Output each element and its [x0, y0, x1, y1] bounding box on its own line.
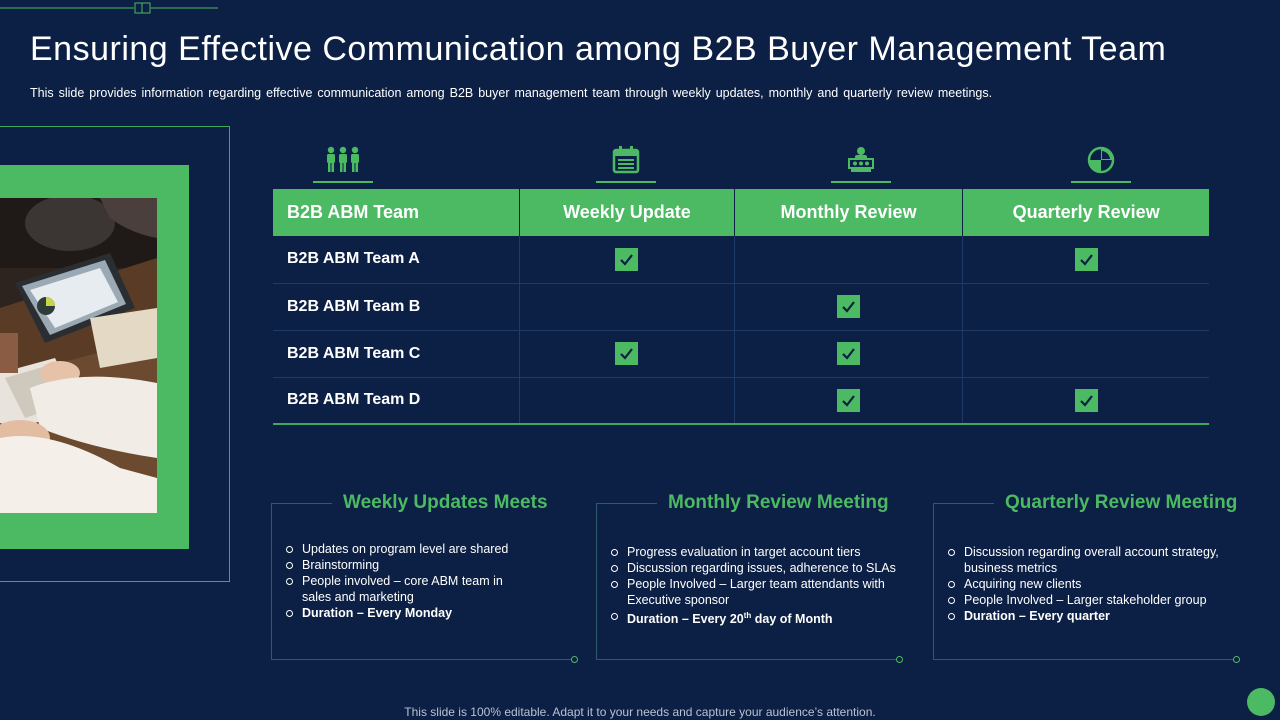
team-icon [327, 146, 359, 172]
cell-quarterly [962, 283, 1209, 331]
monthly-box-list: Progress evaluation in target account ti… [609, 544, 904, 627]
table-header-row: B2B ABM Team Weekly Update Monthly Revie… [273, 189, 1209, 236]
table-row: B2B ABM Team C [273, 330, 1209, 378]
list-item-duration: Duration – Every 20th day of Month [609, 608, 904, 627]
duration-suffix: day of Month [751, 612, 833, 627]
duration-prefix: Duration – Every 20 [627, 612, 744, 627]
header-quarterly-review: Quarterly Review [962, 189, 1209, 236]
list-item: Discussion regarding overall account str… [946, 544, 1236, 576]
list-item-duration: Duration – Every Monday [284, 605, 529, 621]
list-item: Progress evaluation in target account ti… [609, 544, 904, 560]
list-item: Discussion regarding issues, adherence t… [609, 560, 904, 576]
list-item-duration: Duration – Every quarter [946, 608, 1236, 624]
calendar-icon-cell [596, 145, 656, 185]
checkmark-icon [837, 295, 861, 318]
checkmark-icon [1074, 388, 1098, 412]
checkmark-icon [1074, 247, 1098, 271]
corner-decoration [1247, 688, 1275, 716]
cell-weekly [519, 236, 735, 284]
icon-underline [313, 181, 373, 183]
quarterly-box-title: Quarterly Review Meeting [997, 492, 1246, 514]
table-row: B2B ABM Team B [273, 283, 1209, 331]
list-item: People Involved – Larger team attendants… [609, 576, 904, 608]
weekly-box-list: Updates on program level are shared Brai… [284, 541, 529, 621]
photo-frame-outline [0, 126, 230, 582]
rating-icon [848, 147, 874, 172]
box-corner-dot [1233, 656, 1240, 663]
checkmark-icon [837, 342, 861, 365]
team-icon-cell [313, 145, 373, 185]
meeting-photo [0, 198, 157, 513]
cell-monthly [734, 330, 964, 378]
monthly-box-title: Monthly Review Meeting [660, 492, 897, 514]
page-subtitle: This slide provides information regardin… [30, 86, 993, 100]
list-item: Updates on program level are shared [284, 541, 529, 557]
footer-note: This slide is 100% editable. Adapt it to… [404, 705, 876, 719]
cell-quarterly [962, 330, 1209, 378]
cell-quarterly [962, 377, 1209, 425]
quarterly-review-box: Quarterly Review Meeting Discussion rega… [933, 492, 1246, 663]
icon-underline [596, 181, 656, 183]
weekly-box-title: Weekly Updates Meets [335, 492, 556, 514]
communication-matrix-table: B2B ABM Team Weekly Update Monthly Revie… [273, 189, 1209, 425]
duration-ordinal: th [743, 611, 752, 620]
pie-chart-icon [1087, 146, 1115, 174]
calendar-icon [612, 146, 640, 174]
row-team-label: B2B ABM Team B [273, 283, 521, 331]
list-item: Brainstorming [284, 557, 529, 573]
box-corner-dot [896, 656, 903, 663]
cell-monthly [734, 377, 964, 425]
cell-weekly [519, 377, 735, 425]
cell-monthly [734, 236, 964, 284]
page-title: Ensuring Effective Communication among B… [30, 30, 1167, 68]
cell-monthly [734, 283, 964, 331]
cell-weekly [519, 330, 735, 378]
pie-chart-icon-cell [1071, 145, 1131, 185]
table-row: B2B ABM Team A [273, 236, 1209, 284]
weekly-updates-box: Weekly Updates Meets Updates on program … [271, 492, 578, 663]
header-team: B2B ABM Team [273, 189, 521, 236]
icon-underline [1071, 181, 1131, 183]
checkmark-icon [837, 388, 861, 412]
row-team-label: B2B ABM Team C [273, 330, 521, 378]
icon-underline [831, 181, 891, 183]
list-item: People involved – core ABM team in sales… [284, 573, 529, 605]
rating-icon-cell [831, 145, 891, 185]
row-team-label: B2B ABM Team D [273, 377, 521, 425]
monthly-review-box: Monthly Review Meeting Progress evaluati… [596, 492, 903, 663]
cell-weekly [519, 283, 735, 331]
top-decoration [0, 2, 218, 14]
list-item: Acquiring new clients [946, 576, 1236, 592]
header-monthly-review: Monthly Review [734, 189, 964, 236]
list-item: People Involved – Larger stakeholder gro… [946, 592, 1236, 608]
header-weekly-update: Weekly Update [519, 189, 735, 236]
table-row: B2B ABM Team D [273, 377, 1209, 425]
cell-quarterly [962, 236, 1209, 284]
checkmark-icon [615, 342, 639, 365]
row-team-label: B2B ABM Team A [273, 236, 521, 284]
quarterly-box-list: Discussion regarding overall account str… [946, 544, 1236, 624]
box-corner-dot [571, 656, 578, 663]
checkmark-icon [615, 247, 639, 271]
